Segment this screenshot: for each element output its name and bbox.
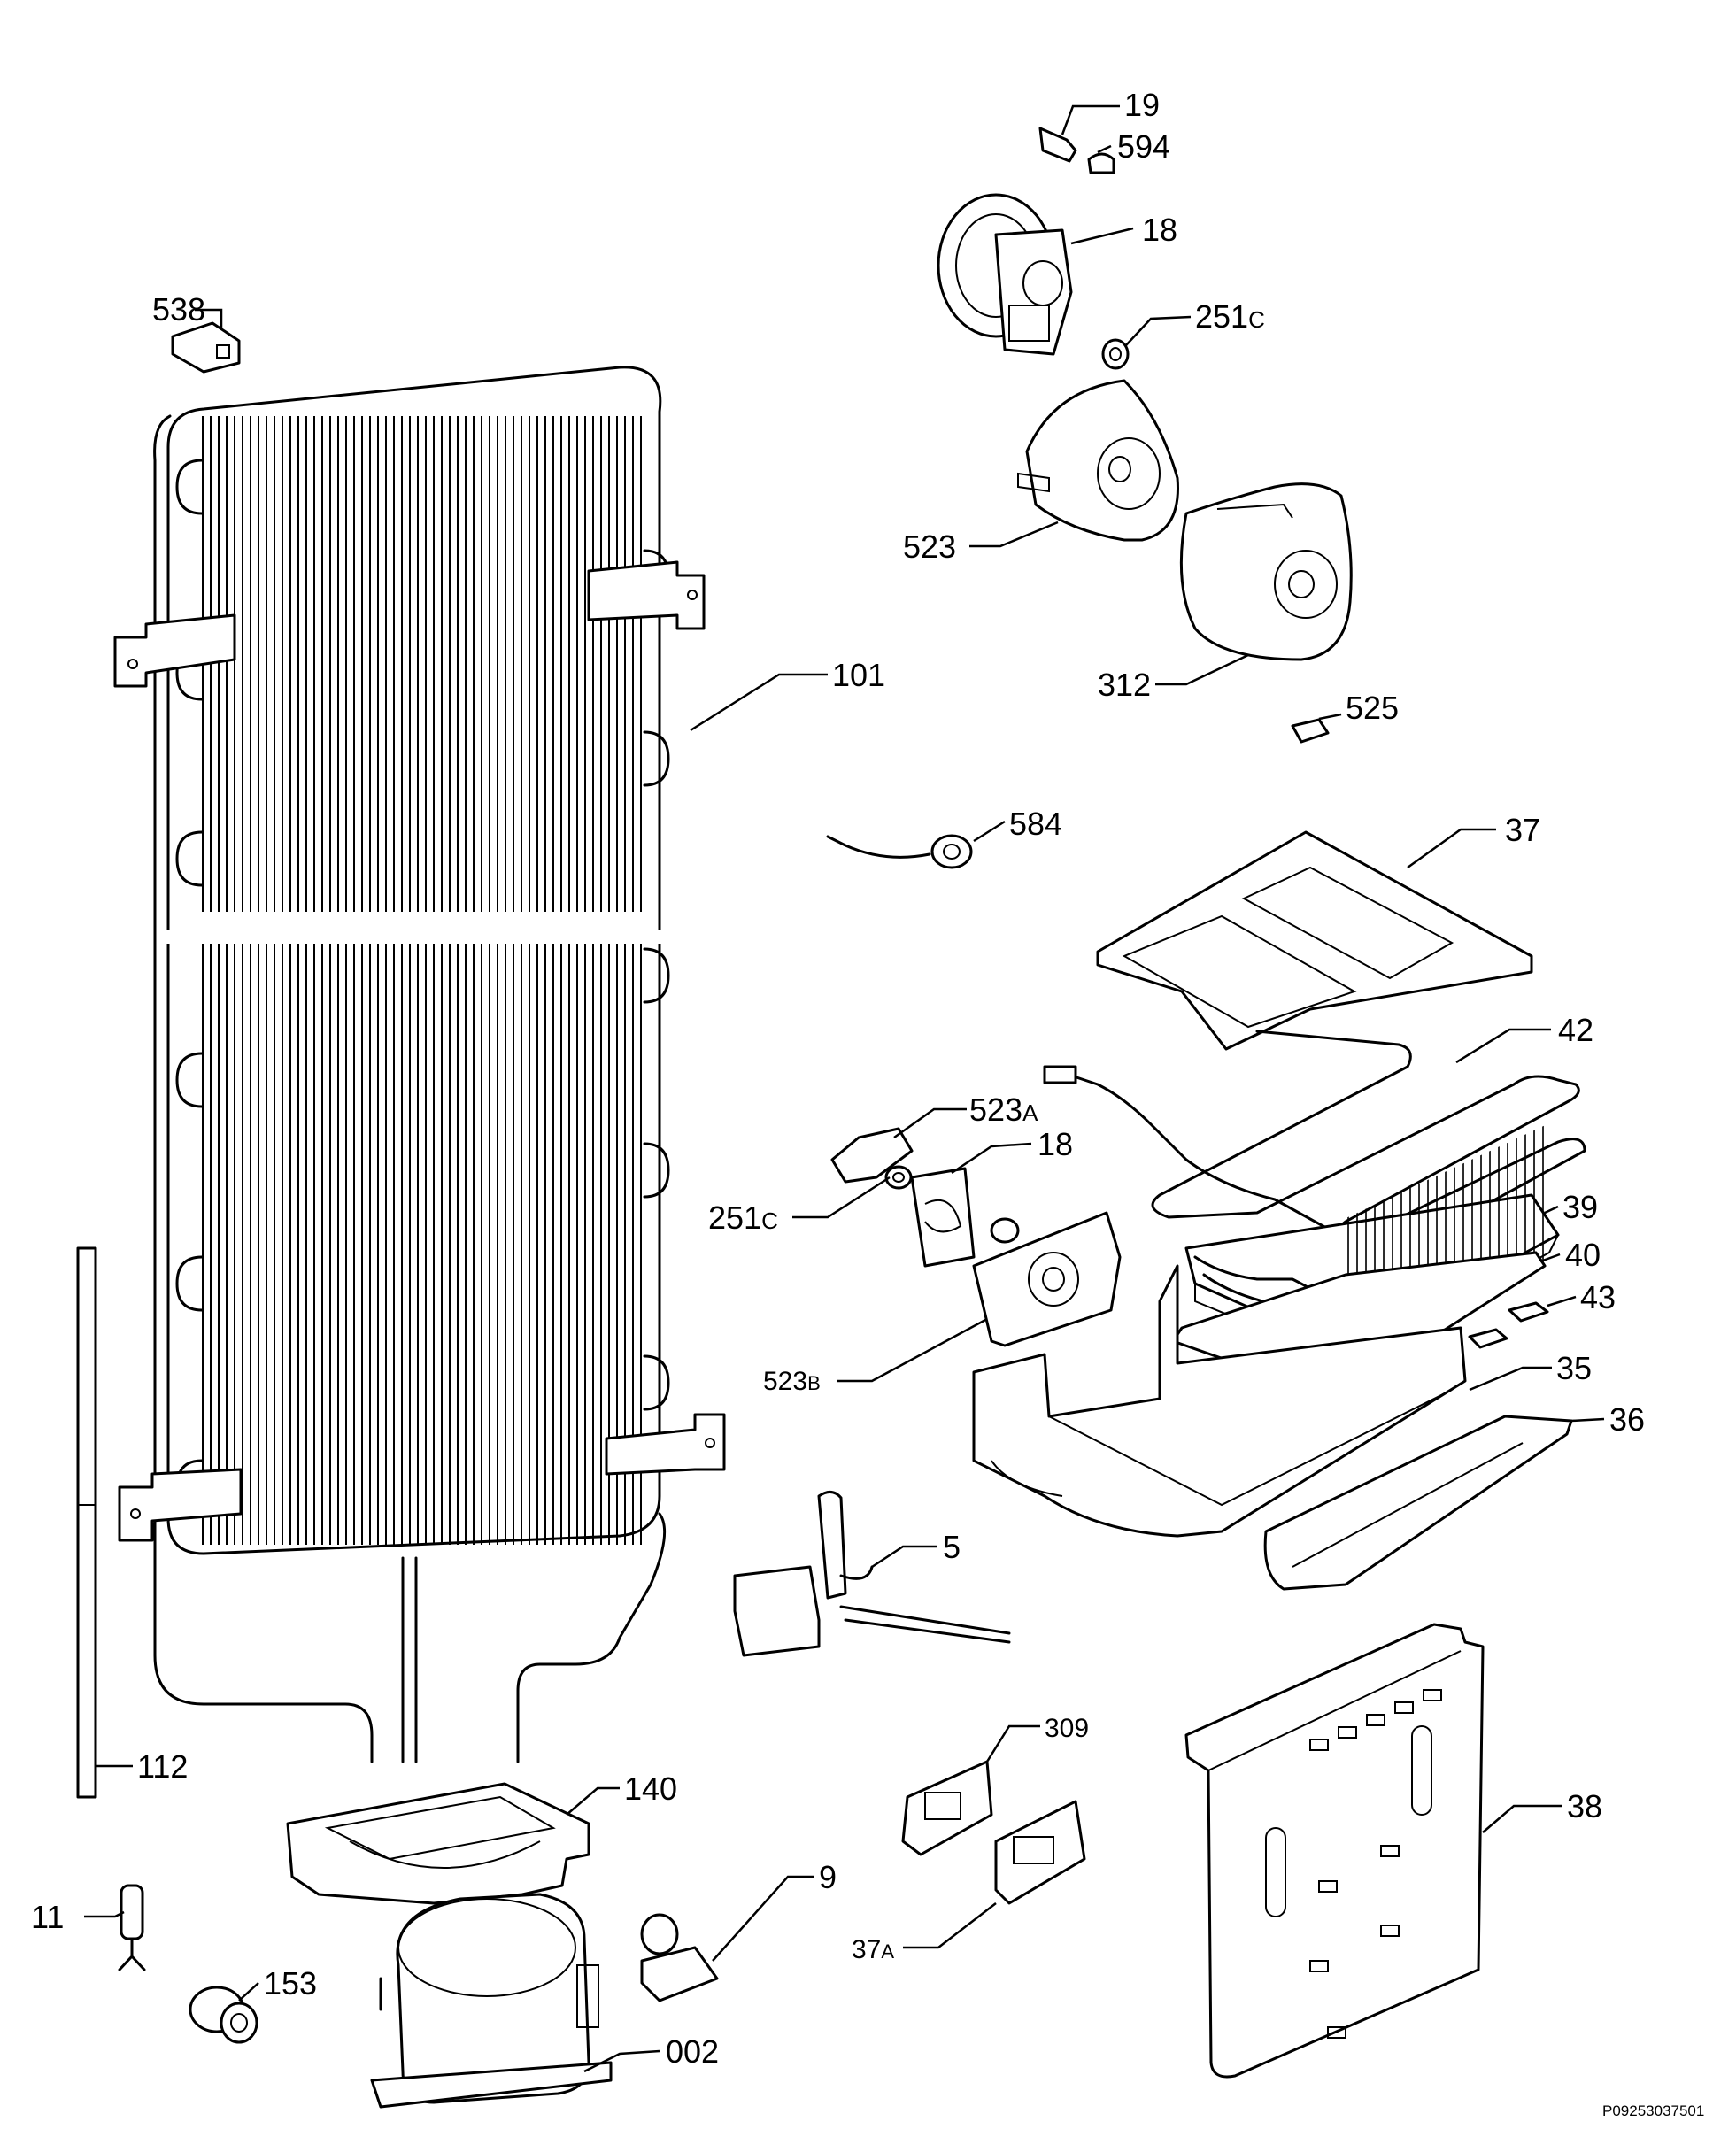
- panel-slot: [1366, 1714, 1385, 1726]
- fan-icon: [910, 1167, 1020, 1268]
- drawing-reference: P09253037501: [1602, 2102, 1704, 2119]
- coil-loop: [643, 730, 670, 787]
- grommet-icon: [884, 1165, 913, 1190]
- thermostat-sensor-icon: [1038, 127, 1077, 163]
- label-538: 538: [152, 291, 205, 328]
- label-43: 43: [1580, 1279, 1616, 1315]
- label-18-mid: 18: [1038, 1126, 1073, 1162]
- control-board-icon: [994, 1800, 1086, 1905]
- fan-plate-icon: [972, 1211, 1122, 1347]
- label-309: 309: [1045, 1714, 1089, 1743]
- grommet-icon: [1101, 338, 1130, 370]
- label-523: 523: [903, 528, 956, 565]
- label-37a: 37A: [852, 1935, 894, 1964]
- label-40: 40: [1565, 1237, 1601, 1273]
- coil-loop: [643, 1354, 670, 1411]
- label-584: 584: [1009, 806, 1062, 842]
- label-37: 37: [1505, 812, 1540, 848]
- coil-loop: [643, 947, 670, 1004]
- label-251c-top: 251C: [1195, 298, 1265, 335]
- label-42: 42: [1558, 1012, 1593, 1048]
- drip-tray-icon: [972, 1264, 1467, 1538]
- compressor-base-icon: [286, 1782, 590, 1905]
- drain-channel-icon: [1263, 1415, 1573, 1591]
- panel-slot: [1309, 1960, 1329, 1972]
- coil-loop: [175, 830, 204, 887]
- label-002: 002: [666, 2033, 719, 2070]
- label-9: 9: [819, 1859, 837, 1895]
- cap-icon: [1087, 152, 1115, 174]
- panel-slot: [1394, 1701, 1414, 1714]
- label-39: 39: [1562, 1189, 1598, 1225]
- label-523a: 523A: [969, 1091, 1038, 1128]
- label-35: 35: [1556, 1350, 1592, 1386]
- label-19: 19: [1124, 87, 1160, 123]
- label-153: 153: [264, 1965, 317, 2002]
- cover-plate-icon: [1096, 830, 1533, 1051]
- coil-loop: [175, 1052, 204, 1108]
- label-594: 594: [1117, 128, 1170, 165]
- bracket-icon: [113, 560, 726, 1542]
- bracket-icon: [830, 1127, 914, 1184]
- screw-icon: [1291, 718, 1330, 744]
- panel-slot: [1380, 1845, 1400, 1857]
- label-523b: 523B: [763, 1367, 821, 1396]
- coil-loop: [175, 1255, 204, 1312]
- label-112: 112: [137, 1748, 188, 1785]
- panel-slot: [1327, 2026, 1346, 2039]
- panel-slot: [1309, 1739, 1329, 1751]
- label-140: 140: [624, 1770, 677, 1807]
- coil-loop: [175, 459, 204, 515]
- panel-slot: [1380, 1925, 1400, 1937]
- clip-icon: [1468, 1301, 1549, 1349]
- label-11: 11: [31, 1899, 64, 1935]
- fan-motor-icon: [937, 193, 1073, 356]
- solenoid-valve-icon: [733, 1491, 1011, 1657]
- label-525: 525: [1346, 690, 1399, 726]
- label-36: 36: [1609, 1401, 1645, 1438]
- relay-icon: [640, 1913, 719, 2002]
- circuit-board-icon: [901, 1760, 993, 1856]
- compressor-icon: [370, 1893, 613, 2109]
- connector-icon: [171, 321, 241, 374]
- pipe-icon: [76, 1246, 97, 1799]
- label-101: 101: [832, 657, 885, 693]
- panel-slot: [1423, 1689, 1442, 1701]
- part-labels: 19 594 18 251C 538 523 312 101 525 584 3…: [31, 87, 1704, 2119]
- label-312: 312: [1098, 667, 1151, 703]
- label-38: 38: [1567, 1788, 1602, 1824]
- leader-lines: [84, 104, 1605, 2073]
- filter-dryer-icon: [118, 1884, 146, 1971]
- coil-loop: [643, 1142, 670, 1199]
- label-5: 5: [943, 1529, 961, 1565]
- panel-slot: [1338, 1726, 1357, 1739]
- sensor-cable-icon: [826, 834, 973, 869]
- rear-panel-icon: [1184, 1623, 1485, 2079]
- condenser-icon: [142, 366, 691, 1763]
- label-251c-mid: 251C: [708, 1199, 778, 1236]
- rubber-foot-icon: [189, 1986, 258, 2044]
- label-18-top: 18: [1142, 212, 1177, 248]
- panel-slot: [1318, 1880, 1338, 1893]
- fan-housing-icon: [1017, 379, 1179, 542]
- fan-cover-icon: [1179, 482, 1353, 661]
